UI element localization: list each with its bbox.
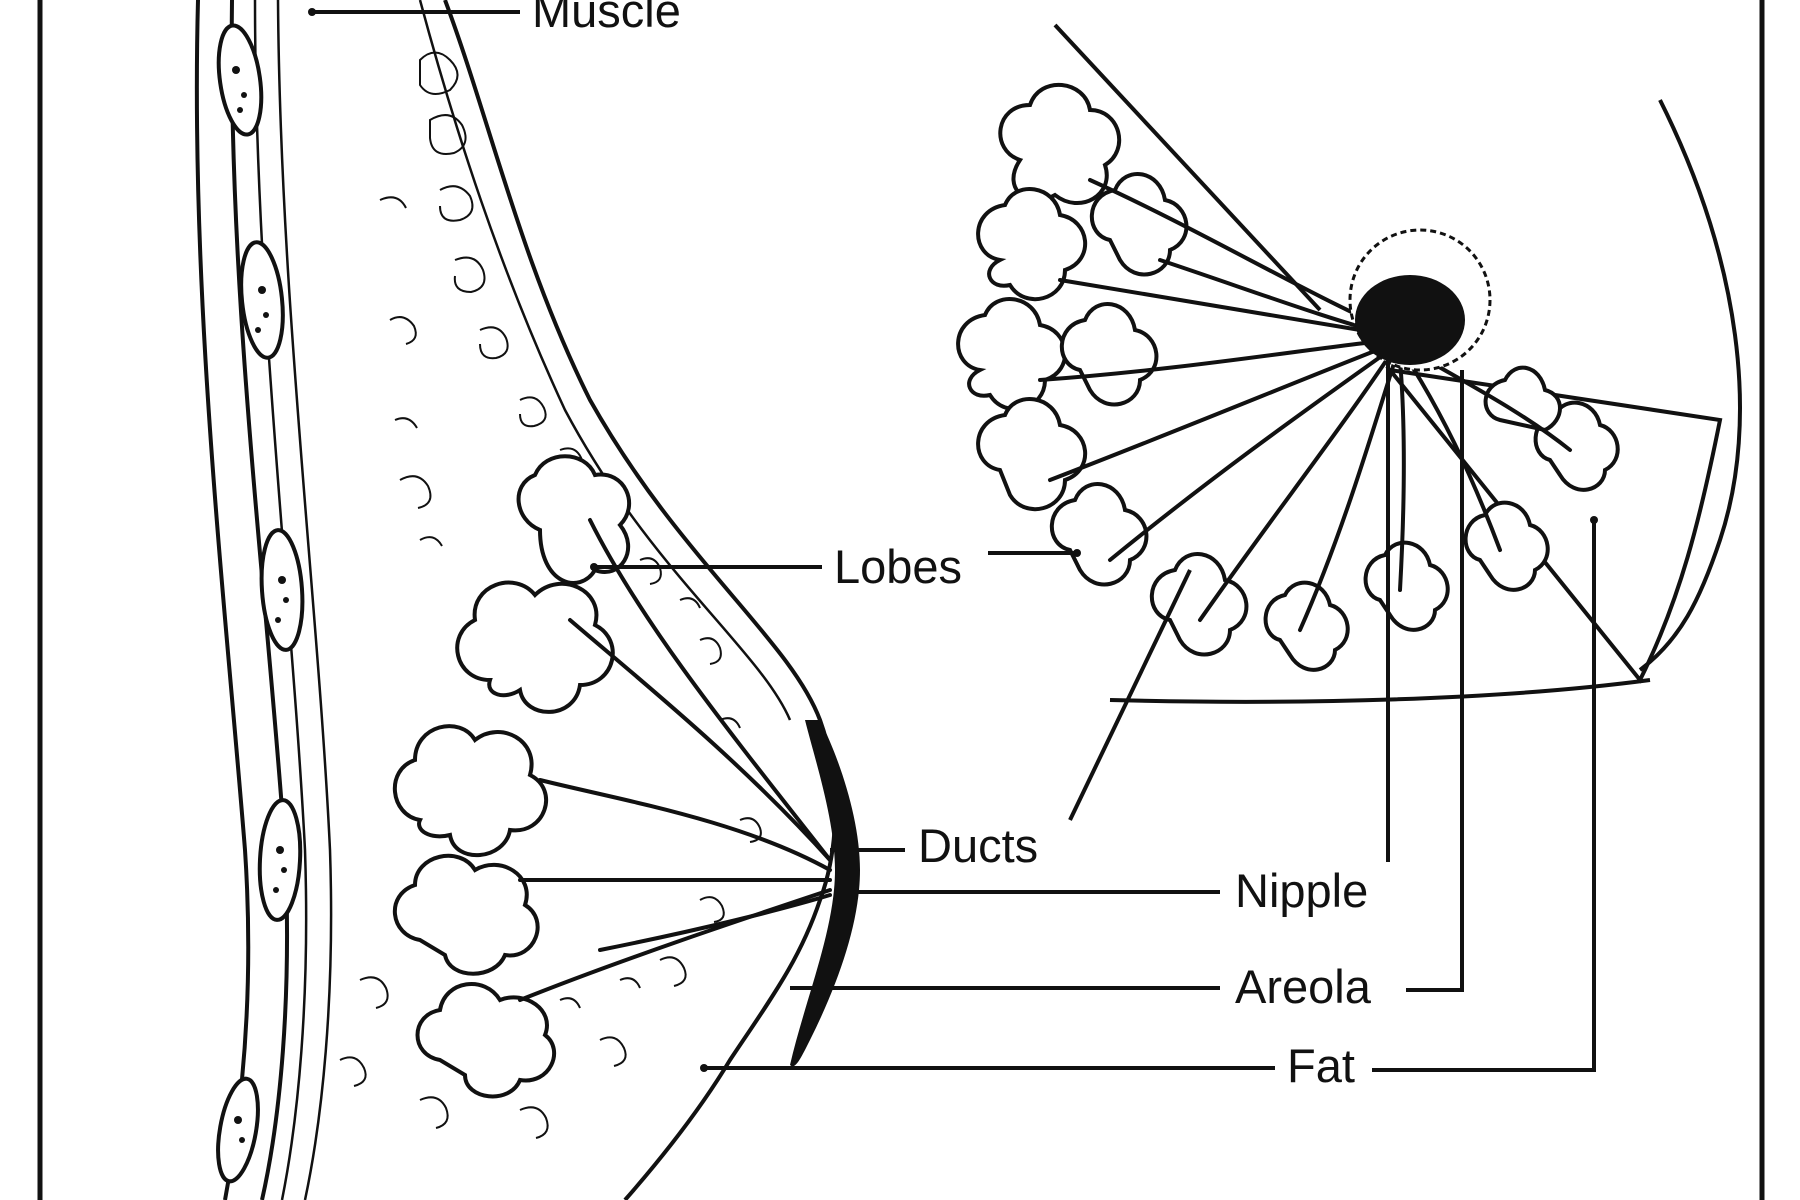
label-lobes: Lobes: [834, 540, 962, 593]
ducts-leader-right: [1068, 569, 1192, 821]
rib-sections: [216, 23, 305, 1184]
side-fat-tissue: [339, 51, 762, 1139]
label-areola: Areola: [1235, 960, 1372, 1013]
label-muscle: Muscle: [532, 0, 681, 37]
front-breast-outline: [1638, 99, 1742, 672]
label-fat: Fat: [1287, 1039, 1355, 1092]
label-ducts: Ducts: [918, 819, 1038, 872]
areola-leader-right: [1406, 370, 1464, 992]
side-nipple: [790, 720, 860, 1067]
front-nipple: [1355, 275, 1465, 365]
chest-wall: [194, 0, 251, 1200]
side-lobes: [392, 454, 632, 1099]
side-ducts: [518, 518, 832, 1002]
side-view-illustration: [194, 0, 860, 1200]
fat-leader-right: [1372, 520, 1596, 1072]
front-lobes: [956, 82, 1620, 672]
label-nipple: Nipple: [1235, 864, 1368, 917]
front-view-illustration: [956, 23, 1742, 704]
front-cutaway: [1385, 367, 1723, 684]
